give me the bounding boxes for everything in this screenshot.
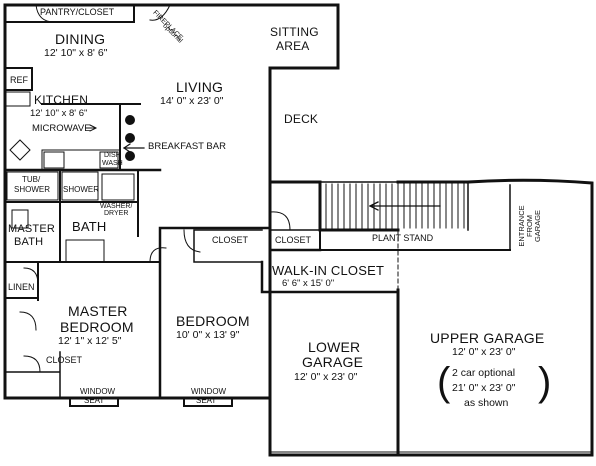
- tub: [6, 171, 59, 201]
- master-bedroom-label-2: BEDROOM: [60, 319, 134, 335]
- upper-garage-paren-close: ): [538, 360, 552, 404]
- living-label: LIVING: [176, 79, 224, 95]
- bath-label: BATH: [72, 219, 107, 234]
- window-seat-1-label-2: SEAT: [84, 396, 105, 405]
- dining-dims: 12' 10" x 8' 6": [44, 47, 108, 59]
- tub-shower-label-2: SHOWER: [14, 185, 50, 194]
- bath-south: [4, 261, 161, 301]
- window-seat-1-label: WINDOW: [80, 387, 116, 396]
- master-closet-label: CLOSET: [46, 355, 83, 365]
- walkin-closet-walls: [260, 248, 400, 294]
- bar-stool-3: [125, 151, 135, 161]
- microwave-arrow: [85, 124, 97, 132]
- stair-arrow: [369, 201, 441, 211]
- upper-garage-dims: 12' 0" x 23' 0": [452, 346, 516, 358]
- linen-label: LINEN: [8, 282, 35, 292]
- sitting-label: SITTING: [270, 25, 319, 39]
- dining-kitchen-wall: [4, 67, 33, 91]
- bedroom-dims: 10' 0" x 13' 9": [176, 329, 240, 341]
- upper-garage-label: UPPER GARAGE: [430, 330, 545, 346]
- lower-garage-label: LOWER: [308, 339, 361, 355]
- kitchen-dims: 12' 10" x 8' 6": [30, 108, 88, 119]
- breakfast-bar-label: BREAKFAST BAR: [148, 141, 226, 152]
- window-seat-2-label-2: SEAT: [196, 396, 217, 405]
- window-seat-2-label: WINDOW: [191, 387, 227, 396]
- living-dims: 14' 0" x 23' 0": [160, 95, 224, 107]
- sitting-label-2: AREA: [276, 39, 310, 53]
- walkin-closet-dims: 6' 6" x 15' 0": [282, 278, 335, 289]
- master-bath-label-2: BATH: [14, 236, 44, 248]
- master-bath-label: MASTER: [8, 223, 56, 235]
- microwave-label: MICROWAVE: [32, 123, 91, 134]
- deck-label: DECK: [284, 112, 319, 126]
- upper-garage-opt2: 21' 0" x 23' 0": [452, 382, 516, 394]
- pantry-walls: [4, 4, 135, 23]
- walkin-closet-label: WALK-IN CLOSET: [272, 263, 385, 278]
- master-bedroom-dims: 12' 1" x 12' 5": [58, 335, 122, 347]
- bedroom-walls: [158, 226, 272, 400]
- ref-label: REF: [10, 75, 28, 85]
- pantry-label: PANTRY/CLOSET: [40, 7, 115, 17]
- window-seat-right: [183, 397, 233, 407]
- upper-garage-paren-open: (: [437, 360, 451, 404]
- upper-garage-opt1: 2 car optional: [452, 367, 516, 379]
- sink-kitchen: [9, 139, 31, 161]
- tub-shower-label: TUB/: [22, 175, 41, 184]
- shower: [61, 171, 99, 201]
- closet-mid-label: CLOSET: [212, 235, 249, 245]
- shower-label: SHOWER: [63, 185, 99, 194]
- window-seat-left: [69, 397, 119, 407]
- fridge: [4, 91, 31, 107]
- entrance-label-group: ENTRANCE FROM GARAGE: [517, 196, 554, 256]
- dining-label: DINING: [55, 31, 106, 47]
- bath-walls: [4, 169, 139, 263]
- closet-mid: [193, 229, 263, 263]
- entrance-label-3: GARAGE: [532, 209, 542, 243]
- bar-stool-2: [125, 133, 135, 143]
- washer-dryer-label: WASHER/: [100, 203, 133, 210]
- washer: [101, 173, 135, 201]
- washer-dryer-label-2: DRYER: [104, 210, 129, 217]
- breakfast-bar-arrow: [123, 143, 145, 153]
- toilet: [11, 209, 29, 229]
- kitchen-label: KITCHEN: [34, 93, 89, 107]
- master-bedroom-label: MASTER: [68, 303, 128, 319]
- upper-garage-opt3: as shown: [464, 397, 509, 409]
- master-closet: [4, 351, 61, 399]
- door-swings: [19, 4, 291, 373]
- appliances: [43, 151, 119, 169]
- closet-hall: [269, 229, 321, 251]
- dishwash-label-2: WASH: [102, 160, 123, 167]
- bar-stool-1: [125, 115, 135, 125]
- dishwash-label: DISH: [104, 152, 121, 159]
- stairs-block: [319, 181, 469, 231]
- lower-garage-dims: 12' 0" x 23' 0": [294, 371, 358, 383]
- lower-garage-label-2: GARAGE: [302, 354, 364, 370]
- garage-walls: [268, 178, 594, 457]
- plant-stand-label: PLANT STAND: [372, 233, 434, 243]
- closet-hall-label: CLOSET: [275, 235, 312, 245]
- bath-fixtures: [65, 239, 105, 263]
- bedroom-label: BEDROOM: [176, 313, 250, 329]
